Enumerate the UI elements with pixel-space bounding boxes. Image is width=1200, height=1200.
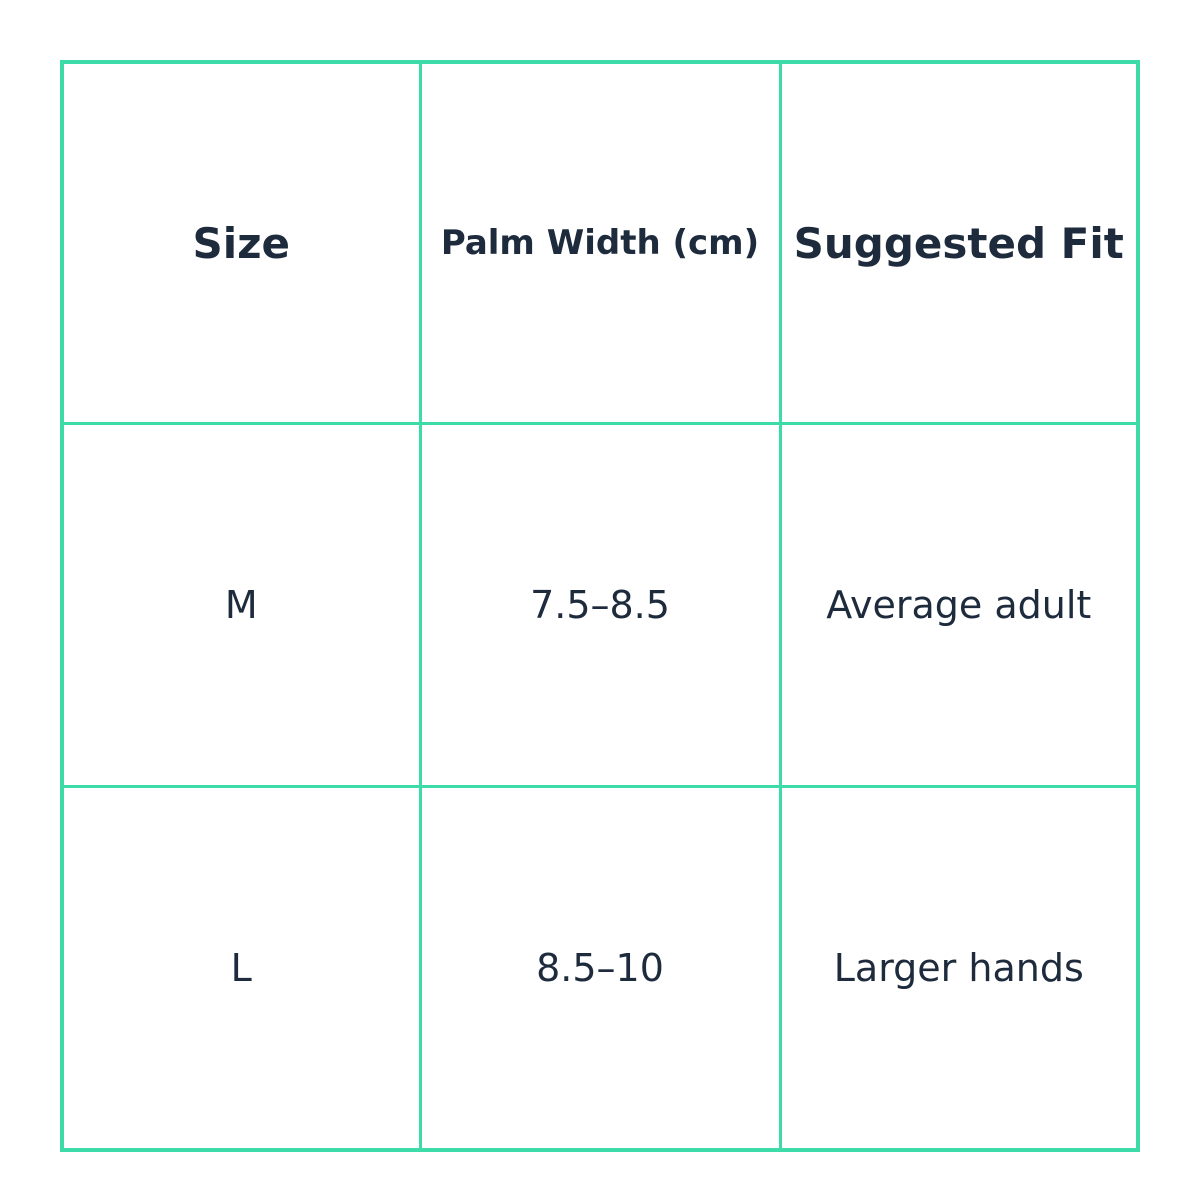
table-row: M 7.5–8.5 Average adult	[60, 422, 1140, 788]
cell-palm-width: 7.5–8.5	[418, 422, 782, 788]
cell-suggested-fit: Average adult	[778, 422, 1140, 788]
table-header-row: Size Palm Width (cm) Suggested Fit	[60, 60, 1140, 425]
column-header-size: Size	[60, 60, 422, 425]
cell-size: M	[60, 422, 422, 788]
size-chart-table: Size Palm Width (cm) Suggested Fit M 7.5…	[60, 60, 1140, 1152]
column-header-suggested-fit: Suggested Fit	[778, 60, 1140, 425]
cell-palm-width: 8.5–10	[418, 785, 782, 1152]
table-row: L 8.5–10 Larger hands	[60, 785, 1140, 1152]
cell-size: L	[60, 785, 422, 1152]
cell-suggested-fit: Larger hands	[778, 785, 1140, 1152]
column-header-palm-width: Palm Width (cm)	[418, 60, 782, 425]
